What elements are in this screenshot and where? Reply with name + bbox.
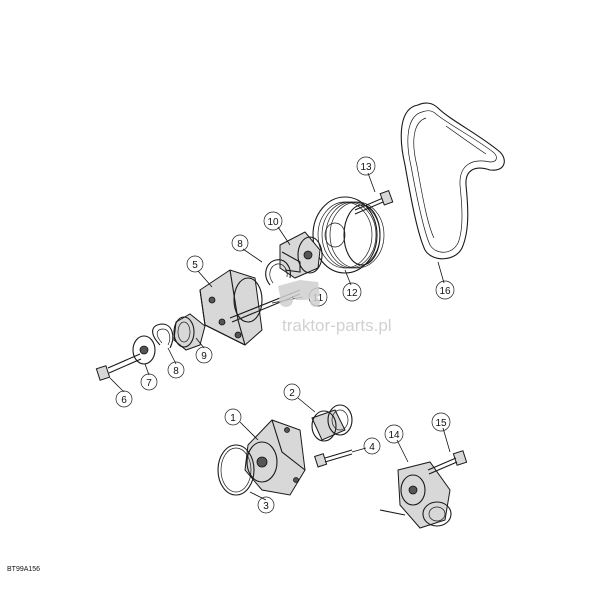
- bushing-2: [311, 404, 353, 442]
- svg-text:12: 12: [346, 288, 358, 299]
- svg-text:1: 1: [230, 413, 236, 424]
- callout-16: 16: [435, 280, 455, 300]
- bolt-6: [95, 353, 142, 381]
- svg-text:13: 13: [360, 162, 372, 173]
- watermark: traktor-parts.pl: [278, 280, 392, 335]
- svg-text:6: 6: [121, 395, 127, 406]
- callout-3: 3: [257, 496, 275, 514]
- tractor-logo-icon: [278, 280, 320, 300]
- callout-2: 2: [283, 383, 301, 401]
- hub-10: [279, 231, 323, 279]
- svg-text:8: 8: [173, 366, 179, 377]
- svg-text:2: 2: [289, 388, 295, 399]
- callout-12: 12: [342, 282, 362, 302]
- belt-16: [400, 102, 505, 260]
- leader-lines: [109, 172, 451, 501]
- svg-text:14: 14: [388, 430, 400, 441]
- callout-6: 6: [115, 390, 133, 408]
- pulley-12: [312, 196, 385, 274]
- callout-15: 15: [431, 412, 451, 432]
- snap-ring-8-lower: [152, 323, 174, 349]
- snap-ring-8-upper: [265, 259, 291, 286]
- callout-9: 9: [195, 346, 213, 364]
- figure-reference: BT99A156: [7, 566, 40, 573]
- callout-14: 14: [384, 424, 404, 444]
- watermark-text: traktor-parts.pl: [282, 316, 392, 335]
- callout-4: 4: [363, 437, 381, 455]
- svg-text:4: 4: [369, 442, 375, 453]
- callout-13: 13: [356, 156, 376, 176]
- o-ring-3: [217, 444, 255, 496]
- svg-text:16: 16: [439, 286, 451, 297]
- callout-5: 5: [186, 255, 204, 273]
- svg-text:5: 5: [192, 260, 198, 271]
- callout-8-upper: 8: [231, 234, 249, 252]
- svg-text:8: 8: [237, 239, 243, 250]
- bolt-13: [354, 190, 394, 215]
- svg-text:3: 3: [263, 501, 269, 512]
- bolt-4: [314, 449, 353, 468]
- svg-text:9: 9: [201, 351, 207, 362]
- callout-8-lower: 8: [167, 361, 185, 379]
- callout-7: 7: [140, 373, 158, 391]
- callout-1: 1: [224, 408, 242, 426]
- washer-7: [132, 335, 156, 365]
- bearing-9: [173, 313, 206, 351]
- svg-text:7: 7: [146, 378, 152, 389]
- callout-10: 10: [263, 211, 283, 231]
- svg-text:15: 15: [435, 418, 447, 429]
- housing-5: [199, 269, 263, 346]
- tensioner-14: [379, 461, 452, 529]
- svg-text:10: 10: [267, 217, 279, 228]
- water-pump-1: [244, 419, 306, 496]
- bolt-15: [427, 450, 468, 475]
